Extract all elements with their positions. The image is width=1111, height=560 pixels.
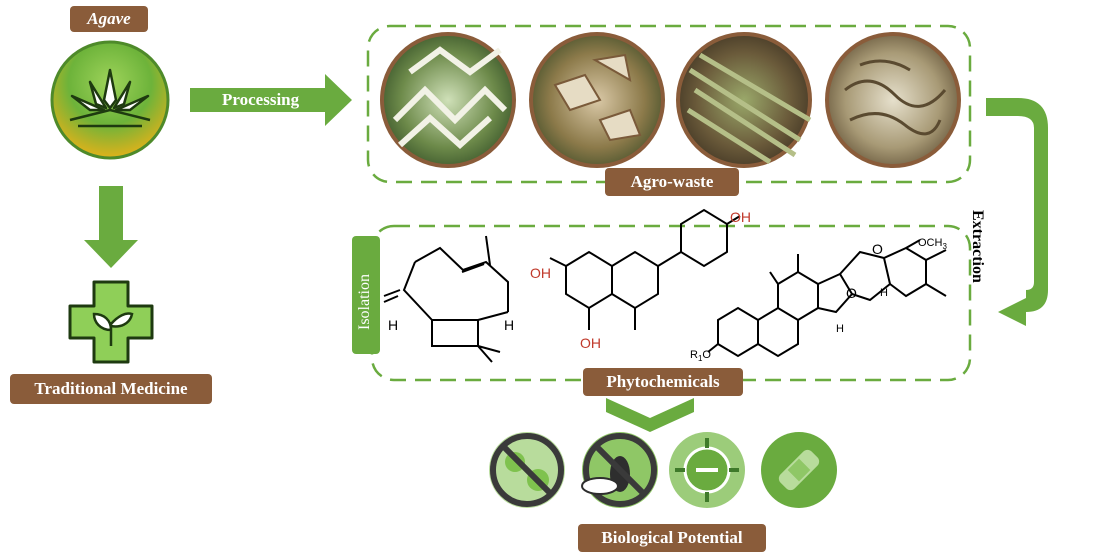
chevron-down-arrow <box>606 398 694 432</box>
biological-potential-label: Biological Potential <box>578 524 766 552</box>
traditional-medicine-label: Traditional Medicine <box>10 374 212 404</box>
antioxidant-icon <box>669 432 745 508</box>
oh-bottom-label: OH <box>580 335 601 351</box>
antimicrobial-icon <box>489 432 565 508</box>
h-right-label: H <box>504 317 514 333</box>
h-left-label: H <box>388 317 398 333</box>
steroid-saponin-structure <box>707 239 947 358</box>
processing-arrow <box>190 74 352 126</box>
medicine-cross-icon <box>68 280 154 364</box>
bagasse-photo <box>825 32 961 168</box>
apigenin-structure <box>549 208 741 330</box>
agro-waste-label: Agro-waste <box>605 168 739 196</box>
extraction-label: Extraction <box>969 210 986 283</box>
wound-healing-icon <box>761 432 837 508</box>
agave-fibers-photo <box>676 32 812 168</box>
isolation-label: Isolation <box>356 274 373 330</box>
och3-label: OCH3 <box>918 237 947 251</box>
agave-logo <box>50 40 170 160</box>
h-steroid1-label: H <box>880 287 888 299</box>
insecticidal-icon <box>581 432 658 508</box>
caryophyllene-structure <box>383 235 509 363</box>
oh-top-label: OH <box>730 209 751 225</box>
oh-left-label: OH <box>530 265 551 281</box>
medicine-arrow <box>84 186 138 268</box>
processing-label: Processing <box>222 90 300 109</box>
agave-pieces-photo <box>529 32 665 168</box>
r1o-label: R1O <box>690 349 711 363</box>
agave-leaves-photo <box>380 32 516 168</box>
phytochemicals-label: Phytochemicals <box>583 368 743 396</box>
agro-waste-panel <box>366 24 972 184</box>
isolation-tab <box>352 236 380 354</box>
o-ring1-label: O <box>872 241 883 257</box>
o-ring2-label: O <box>846 285 857 301</box>
extraction-arrow <box>986 98 1048 326</box>
agave-label: Agave <box>70 6 148 32</box>
h-steroid2-label: H <box>836 323 844 335</box>
